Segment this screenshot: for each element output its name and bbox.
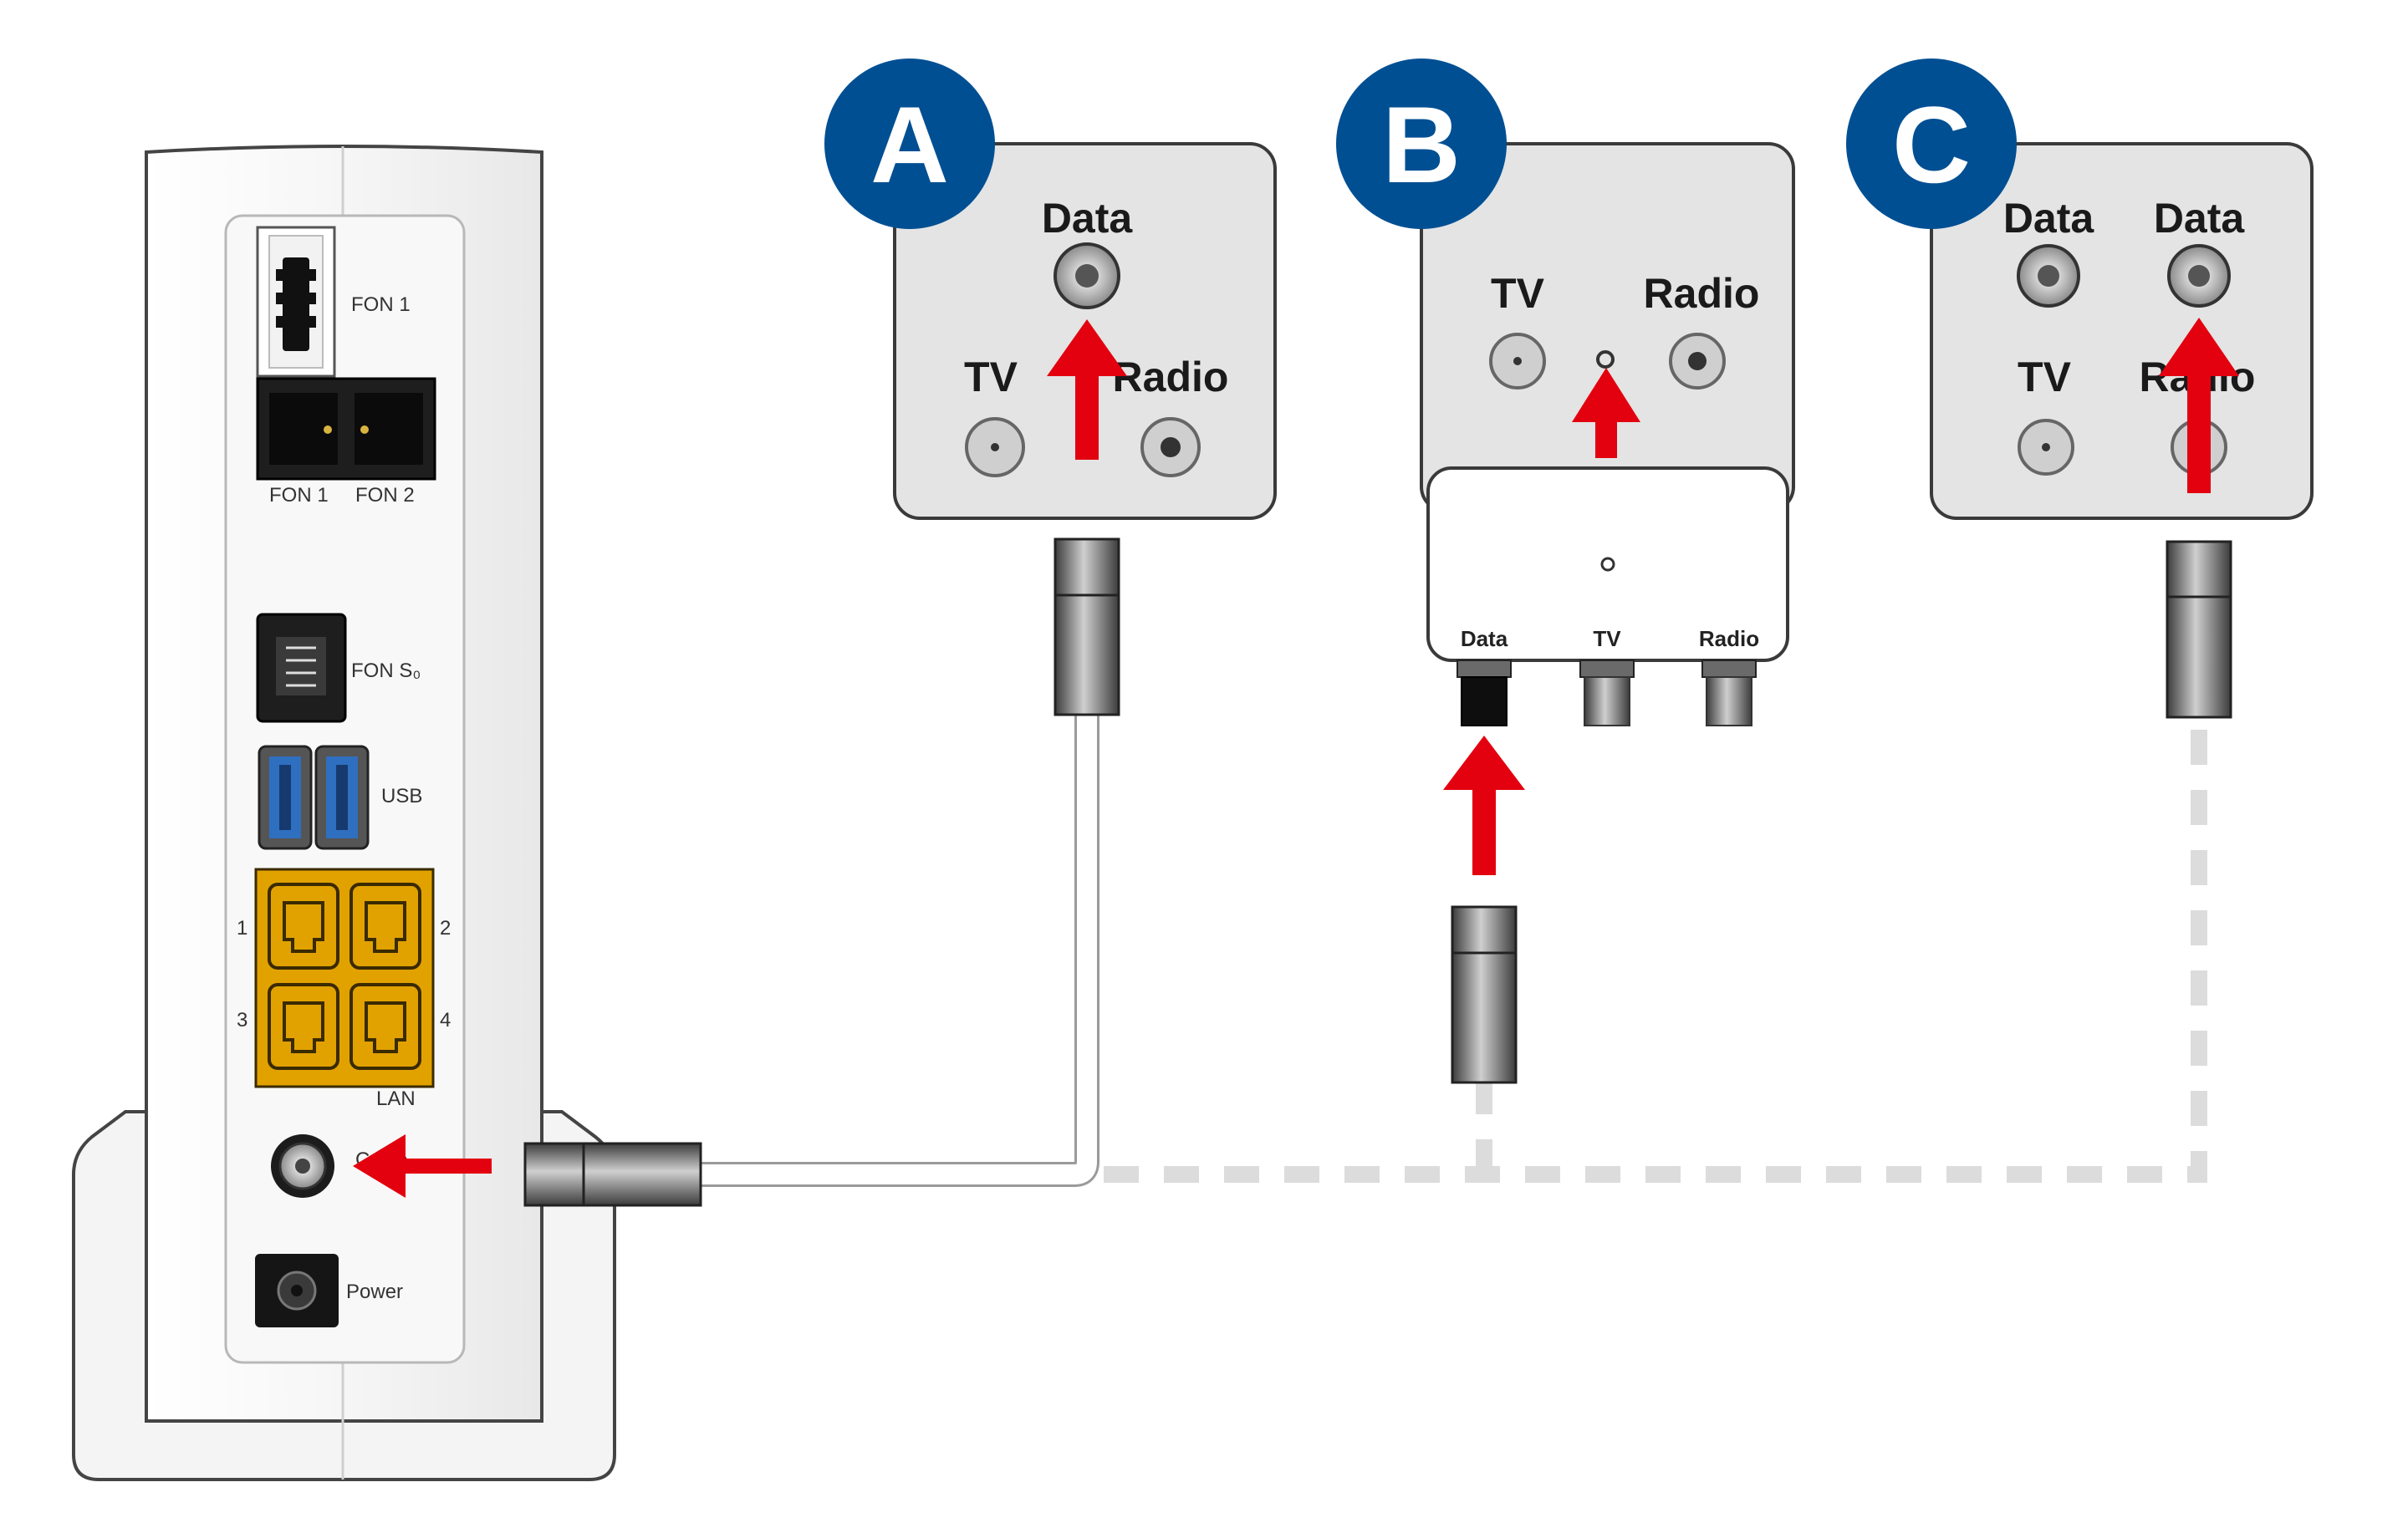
- badge-a: [824, 59, 995, 229]
- badge-c-letter: C: [1892, 84, 1971, 206]
- fon1-top-label: FON 1: [351, 293, 411, 316]
- fon-s0-label: FON S₀: [351, 660, 421, 682]
- outlet-c-tv-label: TV: [2018, 354, 2072, 400]
- badge-b-letter: B: [1382, 84, 1461, 206]
- badge-a-letter: A: [870, 84, 949, 206]
- outlet-a-data-label: Data: [1042, 195, 1134, 242]
- adapter-tv-label: TV: [1593, 626, 1621, 651]
- outlet-c-arrow: [2159, 318, 2239, 493]
- outlet-c-data1-label: Data: [2003, 195, 2095, 242]
- outlet-b-radio-label: Radio: [1644, 270, 1760, 317]
- outlet-b: TV Radio Data TV Radio B: [1336, 59, 1795, 1084]
- outlet-b-arrow-upper: [1572, 368, 1640, 458]
- router: FON 1 FON 1 FON 2 FON S₀ USB: [72, 145, 616, 1481]
- outlet-a-tv-label: TV: [964, 354, 1018, 400]
- adapter-radio-label: Radio: [1699, 626, 1759, 651]
- outlet-c-data2-label: Data: [2154, 195, 2246, 242]
- lan-number-3: 3: [237, 1009, 247, 1031]
- lan-number-4: 4: [440, 1009, 451, 1031]
- coax-cable-solid: [694, 711, 1099, 1187]
- fon1-tae-port: [276, 257, 316, 351]
- coax-cable-dashed: [1104, 711, 2207, 1183]
- usb-ports: [258, 745, 370, 850]
- adapter-data-label: Data: [1461, 626, 1508, 651]
- usb-label: USB: [381, 785, 422, 807]
- lan-ports: [254, 868, 435, 1088]
- lan-label: LAN: [376, 1087, 416, 1110]
- outlet-b-arrow-lower: [1443, 736, 1525, 875]
- fon1-label: FON 1: [269, 484, 329, 507]
- badge-c: [1846, 59, 2017, 229]
- power-label: Power: [346, 1281, 403, 1303]
- lan-number-1: 1: [237, 917, 247, 940]
- fon2-label: FON 2: [355, 484, 415, 507]
- cables: [694, 711, 2207, 1187]
- router-coax-plug: [523, 1142, 702, 1207]
- lan-number-2: 2: [440, 917, 451, 940]
- outlet-b-tv-label: TV: [1491, 270, 1545, 317]
- outlet-c-plate: [1930, 142, 2314, 520]
- outlet-a: Data TV Radio A: [824, 59, 1277, 716]
- outlet-c: Data Data TV Radio C: [1846, 59, 2314, 719]
- badge-b: [1336, 59, 1507, 229]
- outlet-a-radio-label: Radio: [1113, 354, 1229, 400]
- router-arrow: [353, 1134, 492, 1198]
- outlet-a-arrow: [1047, 319, 1127, 460]
